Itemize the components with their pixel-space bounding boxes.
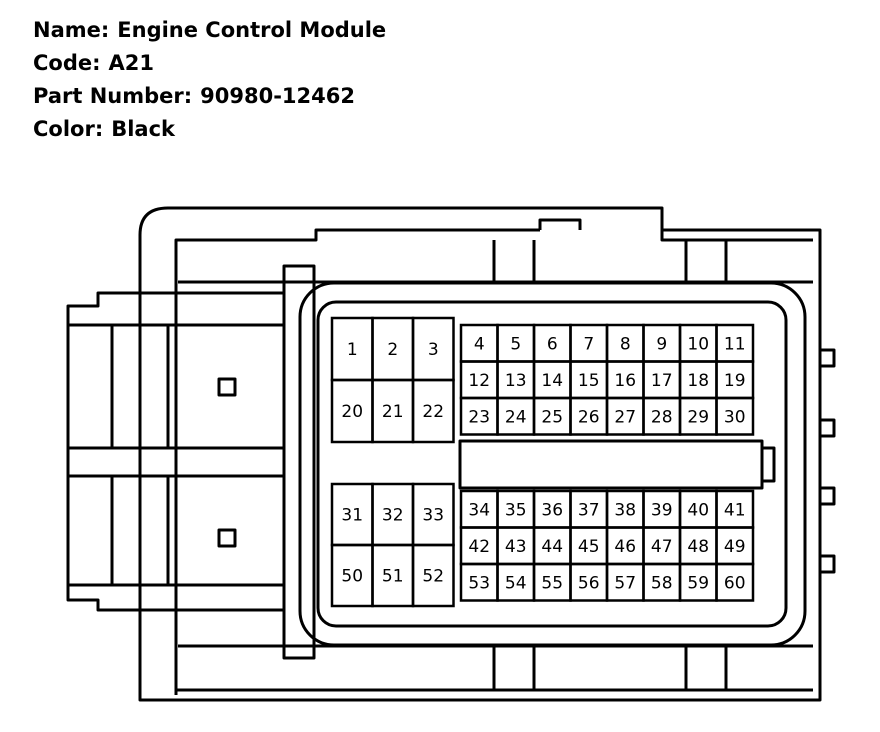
pin-label-12: 12 [468,371,490,391]
pin-label-43: 43 [505,537,527,557]
pin-label-17: 17 [651,371,673,391]
part-number-row: Part Number: 90980-12462 [33,80,386,113]
pin-label-34: 34 [468,500,490,520]
pin-label-8: 8 [620,334,631,354]
pin-label-26: 26 [578,407,600,427]
pin-label-14: 14 [541,371,563,391]
pin-label-23: 23 [468,407,490,427]
pin-label-28: 28 [651,407,673,427]
pin-label-37: 37 [578,500,600,520]
pin-label-50: 50 [341,567,363,587]
pin-label-40: 40 [687,500,709,520]
pin-label-6: 6 [547,334,558,354]
pin-label-31: 31 [341,506,363,526]
small-pin-block-upper: 4 5 6 7 8 9 10 11 12 13 14 15 16 17 18 19 23 24 25 26 27 28 29… [459,323,755,436]
pin-label-10: 10 [687,334,709,354]
pin-label-11: 11 [724,334,746,354]
small-pin-block-lower: 34 35 36 37 38 39 40 41 42 43 44 45 46 47 48 49 53 54 55 56… [459,489,755,602]
pin-label-3: 3 [428,340,439,360]
part-number-label: Part Number: [33,84,193,108]
pin-label-27: 27 [614,407,636,427]
name-value: Engine Control Module [117,18,387,42]
pin-label-51: 51 [382,567,404,587]
pin-cavity-52 [411,543,455,608]
color-label: Color: [33,117,104,141]
pin-label-52: 52 [422,567,444,587]
pin-label-35: 35 [505,500,527,520]
pin-label-29: 29 [687,407,709,427]
pin-label-5: 5 [510,334,521,354]
pin-label-53: 53 [468,573,490,593]
pin-label-47: 47 [651,537,673,557]
pin-label-39: 39 [651,500,673,520]
name-label: Name: [33,18,110,42]
pin-label-57: 57 [614,573,636,593]
pin-label-22: 22 [422,402,444,422]
color-row: Color: Black [33,113,386,146]
pin-label-44: 44 [541,537,563,557]
pin-label-30: 30 [724,407,746,427]
pin-label-19: 19 [724,371,746,391]
name-row: Name: Engine Control Module [33,14,386,47]
pin-label-15: 15 [578,371,600,391]
pin-label-54: 54 [505,573,527,593]
pin-label-16: 16 [614,371,636,391]
large-pin-block-upper: 1 2 3 20 21 22 [330,316,455,444]
pin-label-2: 2 [387,340,398,360]
part-number-value: 90980-12462 [200,84,355,108]
pin-label-49: 49 [724,537,746,557]
connector-housing [66,206,836,702]
pin-label-58: 58 [651,573,673,593]
pin-cavity-30 [715,396,755,436]
pin-label-55: 55 [541,573,563,593]
pin-label-46: 46 [614,537,636,557]
pin-label-38: 38 [614,500,636,520]
code-label: Code: [33,51,101,75]
code-value: A21 [108,51,154,75]
pin-label-32: 32 [382,506,404,526]
pin-label-21: 21 [382,402,404,422]
pin-label-7: 7 [583,334,594,354]
pin-cavity-22 [411,378,455,444]
pin-label-48: 48 [687,537,709,557]
color-value: Black [111,117,176,141]
code-row: Code: A21 [33,47,386,80]
large-pin-block-lower: 31 32 33 50 51 52 [330,482,455,608]
pin-label-56: 56 [578,573,600,593]
pin-label-33: 33 [422,506,444,526]
pin-label-24: 24 [505,407,527,427]
pin-label-18: 18 [687,371,709,391]
connector-info: Name: Engine Control Module Code: A21 Part… [33,14,386,146]
pin-label-9: 9 [656,334,667,354]
pin-label-25: 25 [541,407,563,427]
pin-label-42: 42 [468,537,490,557]
pin-cavity-60 [715,562,755,602]
pin-label-59: 59 [687,573,709,593]
pin-label-4: 4 [474,334,485,354]
pin-label-41: 41 [724,500,746,520]
pin-label-1: 1 [347,340,358,360]
pin-label-20: 20 [341,402,363,422]
pin-label-36: 36 [541,500,563,520]
pin-label-60: 60 [724,573,746,593]
pin-label-45: 45 [578,537,600,557]
pin-label-13: 13 [505,371,527,391]
